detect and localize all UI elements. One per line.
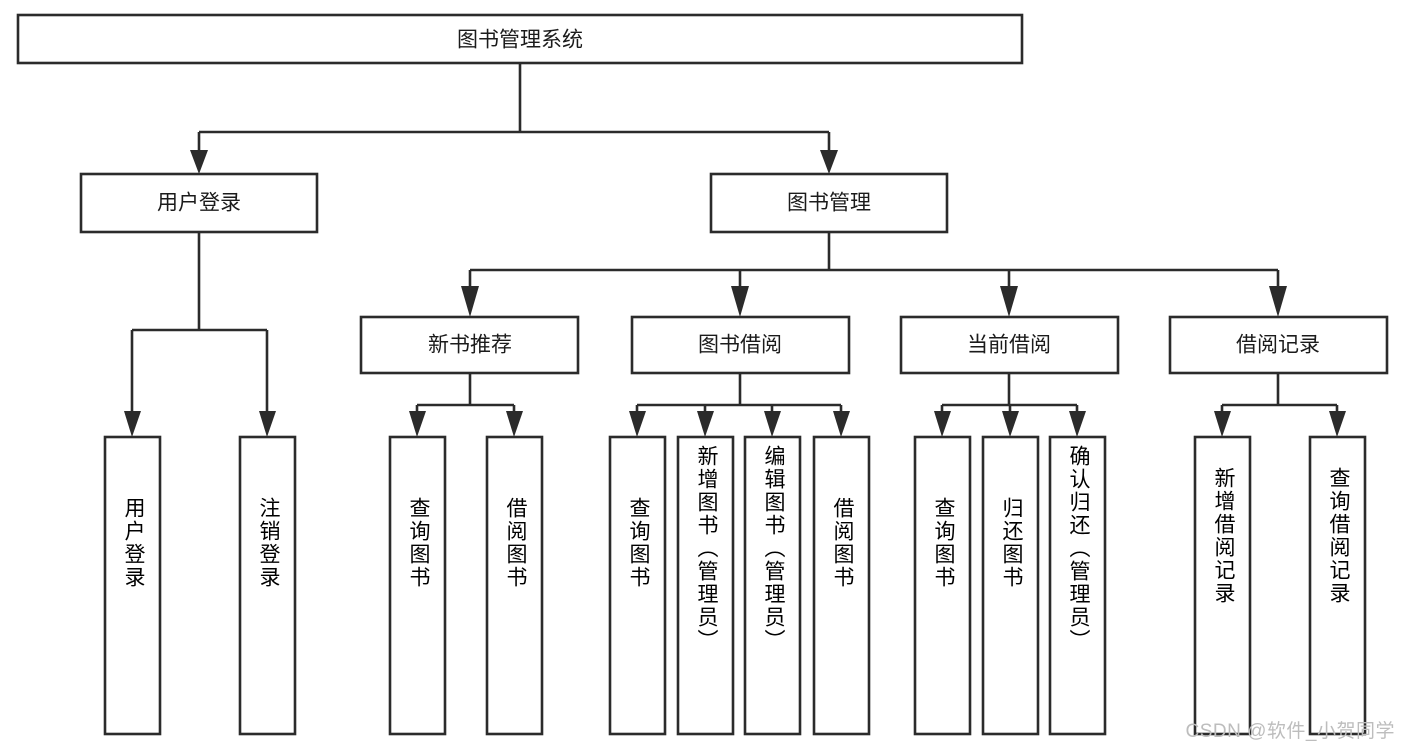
node-layer: 图书管理系统 用户登录 图书管理 新书推荐 图书借阅 当前借阅 借阅记录 xyxy=(16,13,1389,736)
arrow-head-book-mgmt xyxy=(820,150,838,174)
arrow-head-leaf-add-record xyxy=(1214,411,1231,437)
node-label-user-login: 用户登录 xyxy=(157,192,241,215)
arrow-head-leaf-borrow-book-2 xyxy=(833,411,850,437)
leaf-box-return-book[interactable] xyxy=(981,435,1040,736)
node-box-user-login[interactable] xyxy=(79,172,319,234)
arrow-head-user-login xyxy=(190,150,208,174)
node-label-borrow-record: 借阅记录 xyxy=(1236,334,1320,357)
node-label-book-borrow: 图书借阅 xyxy=(698,334,782,357)
leaf-box-logout[interactable] xyxy=(238,435,297,736)
leaf-box-borrow-book-1[interactable] xyxy=(485,435,544,736)
arrow-head-leaf-return-book xyxy=(1002,411,1019,437)
leaf-box-edit-book-admin[interactable] xyxy=(743,435,802,736)
arrow-head-borrow-record xyxy=(1269,286,1287,317)
leaf-box-add-book-admin[interactable] xyxy=(676,435,735,736)
leaf-box-query-borrow-record[interactable] xyxy=(1308,435,1367,736)
leaf-box-query-book-2[interactable] xyxy=(608,435,667,736)
leaf-box-user-login[interactable] xyxy=(103,435,162,736)
node-box-new-book-recommend[interactable] xyxy=(359,315,580,375)
arrow-head-leaf-confirm-return xyxy=(1069,411,1086,437)
leaf-box-query-book-1[interactable] xyxy=(388,435,447,736)
arrow-head-current-borrow xyxy=(1000,286,1018,317)
leaf-box-add-borrow-record[interactable] xyxy=(1193,435,1252,736)
arrow-head-leaf-query-record xyxy=(1329,411,1346,437)
node-box-book-borrow[interactable] xyxy=(630,315,851,375)
leaf-box-query-book-3[interactable] xyxy=(913,435,972,736)
arrow-head-leaf-query-book-1 xyxy=(409,411,426,437)
connector-layer xyxy=(124,63,1346,437)
node-label-new-book-recommend: 新书推荐 xyxy=(428,334,512,357)
arrow-head-leaf-logout xyxy=(259,411,276,437)
arrow-head-leaf-edit-book xyxy=(764,411,781,437)
node-box-root[interactable] xyxy=(16,13,1024,65)
node-box-current-borrow[interactable] xyxy=(899,315,1120,375)
node-label-current-borrow: 当前借阅 xyxy=(967,334,1051,357)
arrow-head-leaf-add-book xyxy=(697,411,714,437)
arrow-head-book-borrow xyxy=(731,286,749,317)
leaf-box-confirm-return-admin[interactable] xyxy=(1048,435,1107,736)
csdn-watermark: CSDN @软件_小贺同学 xyxy=(1185,721,1395,742)
arrow-head-leaf-query-book-2 xyxy=(629,411,646,437)
node-label-root: 图书管理系统 xyxy=(457,29,583,52)
arrow-head-leaf-user-login xyxy=(124,411,141,437)
arrow-head-leaf-borrow-book-1 xyxy=(506,411,523,437)
leaf-box-borrow-book-2[interactable] xyxy=(812,435,871,736)
node-label-book-management: 图书管理 xyxy=(787,192,871,215)
node-box-book-management[interactable] xyxy=(709,172,949,234)
node-box-borrow-record[interactable] xyxy=(1168,315,1389,375)
arrow-head-leaf-query-book-3 xyxy=(934,411,951,437)
arrow-head-new-book xyxy=(461,286,479,317)
